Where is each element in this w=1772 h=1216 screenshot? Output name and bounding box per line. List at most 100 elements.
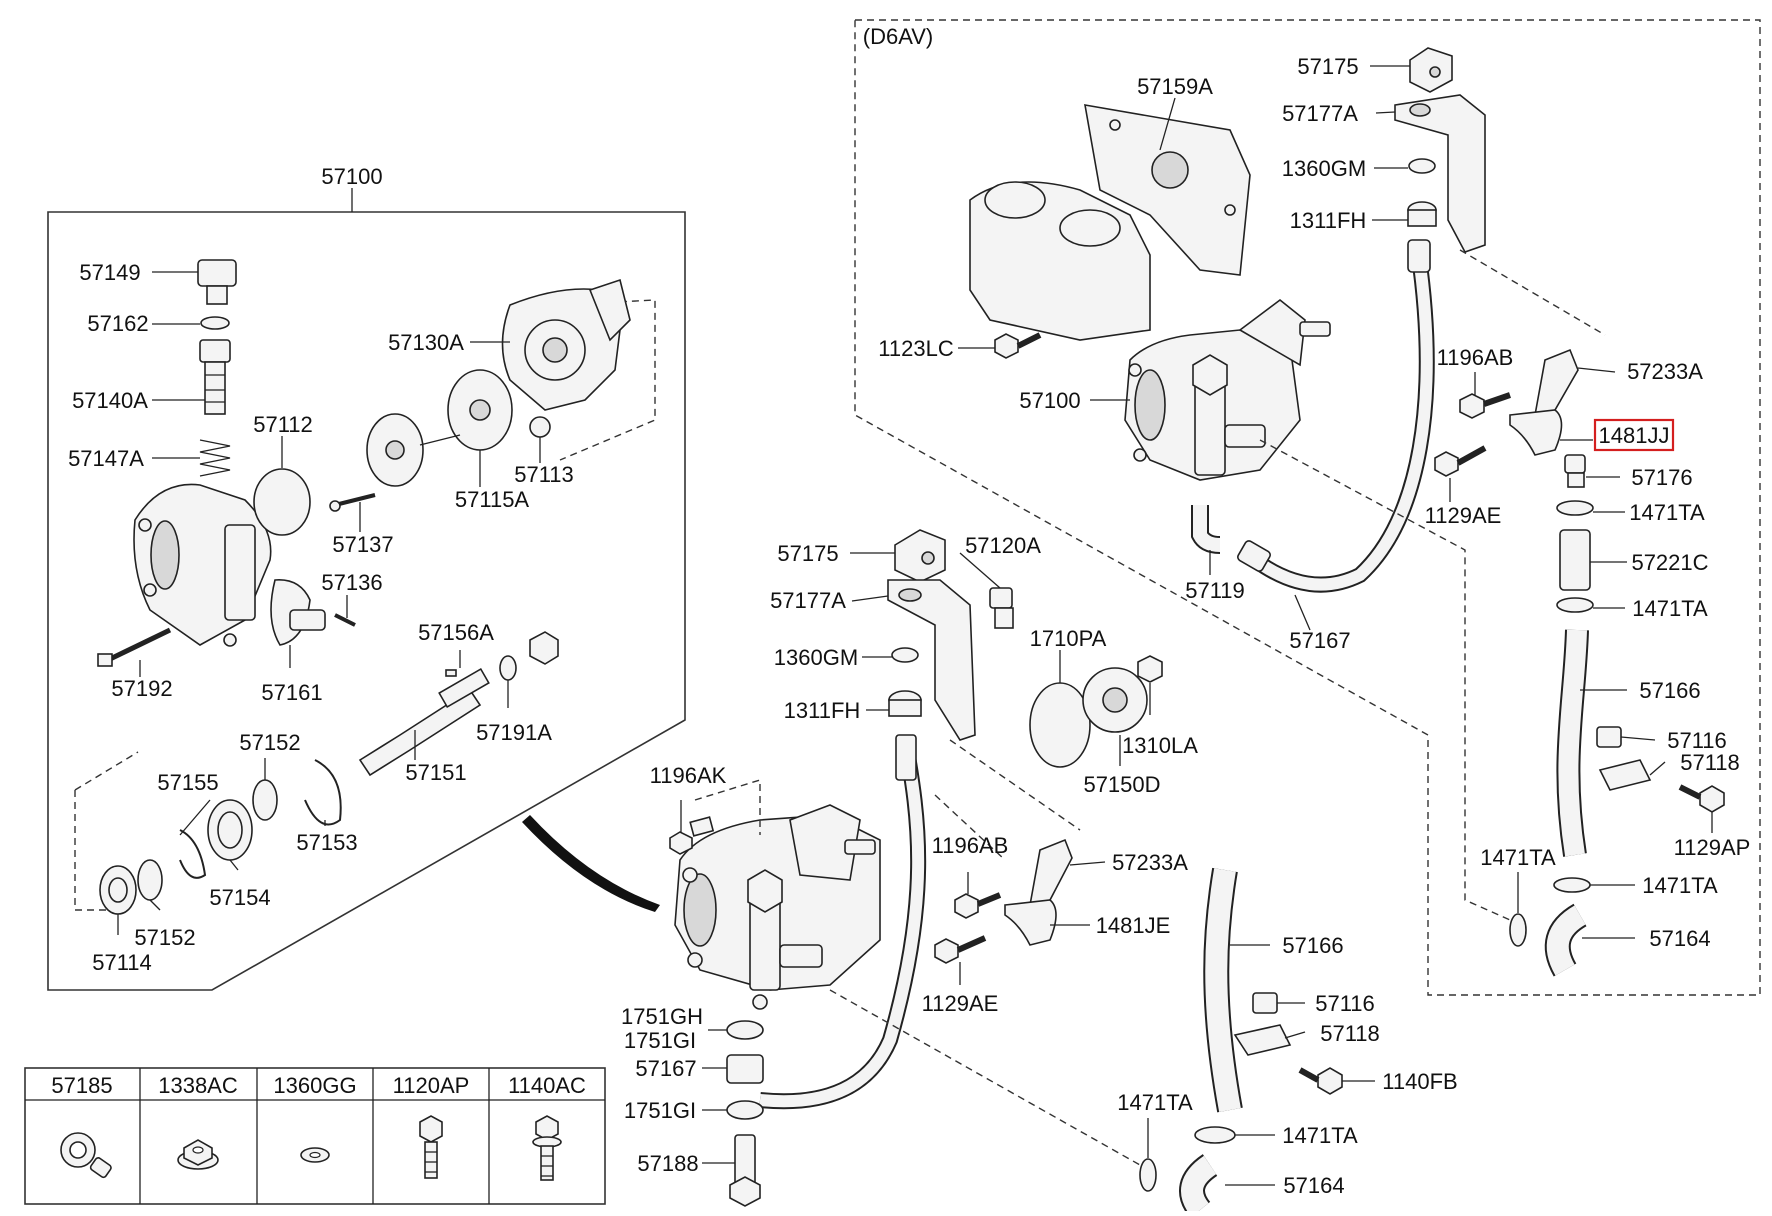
flange-nut-icon xyxy=(177,1139,219,1170)
main-leaders xyxy=(680,552,1375,1186)
d6-label-57118: 57118 xyxy=(1680,750,1740,775)
label-57161: 57161 xyxy=(261,680,322,705)
flange-bolt-icon xyxy=(532,1115,562,1181)
d6-label-57100: 57100 xyxy=(1019,388,1080,413)
legend-header-1360GG: 1360GG xyxy=(273,1073,356,1098)
label-57166: 57166 xyxy=(1282,933,1343,958)
label-57177A: 57177A xyxy=(770,588,846,613)
d6-label-1360GM: 1360GM xyxy=(1282,156,1366,181)
label-57113: 57113 xyxy=(514,462,574,487)
legend-header-1140AC: 1140AC xyxy=(508,1073,586,1098)
variant-label: (D6AV) xyxy=(863,24,934,49)
d6-label-57175: 57175 xyxy=(1297,54,1358,79)
label-1196AB: 1196AB xyxy=(932,833,1009,858)
label-57152: 57152 xyxy=(239,730,300,755)
label-1481JE: 1481JE xyxy=(1096,913,1171,938)
assembly-box xyxy=(47,188,686,991)
d6-label-57176: 57176 xyxy=(1631,465,1692,490)
label-1196AK: 1196AK xyxy=(650,763,727,788)
d6-label-1129AP: 1129AP xyxy=(1674,835,1751,860)
assembly-drawing xyxy=(97,259,631,915)
label-57156A: 57156A xyxy=(418,620,494,645)
d6-label-57166: 57166 xyxy=(1639,678,1700,703)
d6-label-57116: 57116 xyxy=(1667,728,1727,753)
d6-label-57164: 57164 xyxy=(1649,926,1710,951)
d6av-drawing xyxy=(969,47,1725,977)
label-57112: 57112 xyxy=(253,412,313,437)
label-1360GM: 1360GM xyxy=(774,645,858,670)
bolt-icon xyxy=(419,1115,443,1179)
label-57147A: 57147A xyxy=(68,446,144,471)
label-57120A: 57120A xyxy=(965,533,1041,558)
main-drawing xyxy=(669,529,1343,1216)
d6-label-1471TA-b: 1471TA xyxy=(1632,596,1708,621)
label-1140FB: 1140FB xyxy=(1382,1069,1457,1094)
label-57164: 57164 xyxy=(1283,1173,1344,1198)
d6-label-57159A: 57159A xyxy=(1137,74,1213,99)
label-57233A: 57233A xyxy=(1112,850,1188,875)
label-57114: 57114 xyxy=(92,950,152,975)
d6-label-1311FH: 1311FH xyxy=(1290,208,1367,233)
label-57118: 57118 xyxy=(1320,1021,1380,1046)
spring-washer-icon xyxy=(300,1147,330,1163)
d6-label-1471TA-a: 1471TA xyxy=(1629,500,1705,525)
d6-label-1123LC: 1123LC xyxy=(878,336,954,361)
d6av-box xyxy=(854,19,1761,996)
d6-label-57221C: 57221C xyxy=(1631,550,1708,575)
label-57192: 57192 xyxy=(111,676,172,701)
d6-label-57233A: 57233A xyxy=(1627,359,1703,384)
label-1311FH: 1311FH xyxy=(784,698,861,723)
highlighted-part-1481JJ[interactable]: 1481JJ xyxy=(1593,418,1675,452)
legend-header-1338AC: 1338AC xyxy=(158,1073,238,1098)
label-57191A: 57191A xyxy=(476,720,552,745)
label-57155: 57155 xyxy=(157,770,218,795)
main-labels: 57175 57120A 57177A 1360GM 1311FH 1710PA… xyxy=(621,533,1458,1198)
label-1751GH: 1751GH xyxy=(621,1004,703,1029)
label-1751GI-b: 1751GI xyxy=(624,1098,696,1123)
label-1471TA-a: 1471TA xyxy=(1117,1090,1193,1115)
label-57116: 57116 xyxy=(1315,991,1375,1016)
label-1710PA: 1710PA xyxy=(1030,626,1107,651)
label-57175: 57175 xyxy=(777,541,838,566)
label-57140A: 57140A xyxy=(72,388,148,413)
d6-label-1471TA-d: 1471TA xyxy=(1642,873,1718,898)
d6-label-57177A: 57177A xyxy=(1282,101,1358,126)
label-57137: 57137 xyxy=(332,532,393,557)
label-57130A: 57130A xyxy=(388,330,464,355)
label-1310LA: 1310LA xyxy=(1122,733,1198,758)
d6-label-1196AB: 1196AB xyxy=(1437,345,1514,370)
label-57150D: 57150D xyxy=(1083,772,1160,797)
d6-label-57119: 57119 xyxy=(1185,578,1245,603)
label-1129AE: 1129AE xyxy=(922,991,999,1016)
d6-label-1129AE: 1129AE xyxy=(1425,503,1502,528)
label-1471TA-b: 1471TA xyxy=(1282,1123,1358,1148)
label-57167: 57167 xyxy=(635,1056,696,1081)
legend-table: 57185 1338AC 1360GG 1120AP 1140AC xyxy=(24,1067,606,1205)
assembly-arrow xyxy=(522,815,660,912)
label-57151: 57151 xyxy=(405,760,466,785)
label-57188: 57188 xyxy=(637,1151,698,1176)
label-57136: 57136 xyxy=(321,570,382,595)
legend-header-1120AP: 1120AP xyxy=(393,1073,470,1098)
label-57152-lower: 57152 xyxy=(134,925,195,950)
label-57115A: 57115A xyxy=(455,487,530,512)
label-57149: 57149 xyxy=(79,260,140,285)
label-57154: 57154 xyxy=(209,885,270,910)
assembly-label: 57100 xyxy=(321,164,382,189)
d6-label-1481JJ: 1481JJ xyxy=(1599,423,1670,448)
legend-header-57185: 57185 xyxy=(51,1073,112,1098)
assembly-leaders xyxy=(117,271,541,935)
d6-label-1471TA-c: 1471TA xyxy=(1480,845,1556,870)
d6av-leaders xyxy=(958,65,1713,939)
d6-label-57167: 57167 xyxy=(1289,628,1350,653)
eye-bolt-icon xyxy=(60,1132,112,1179)
assembly-labels: 57149 57162 57140A 57147A 57112 57130A 5… xyxy=(68,260,574,975)
label-57162: 57162 xyxy=(87,311,148,336)
highlight-box xyxy=(1593,418,1675,452)
d6av-labels: 57175 57159A 57177A 1360GM 1311FH 1123LC… xyxy=(878,54,1750,951)
label-57153: 57153 xyxy=(296,830,357,855)
label-1751GI-a: 1751GI xyxy=(624,1028,696,1053)
d6av-guides xyxy=(1259,249,1606,921)
